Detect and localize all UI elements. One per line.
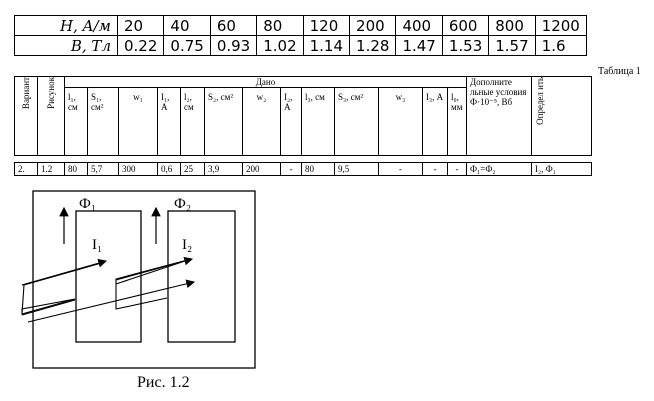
h-cell: 20 xyxy=(116,15,165,36)
col-header: S₁, см² xyxy=(87,87,119,156)
b-row: B, Тл 0.22 0.75 0.93 1.02 1.14 1.28 1.47… xyxy=(14,35,587,56)
coil-1-lead-out xyxy=(21,299,76,316)
value-cell: 300 xyxy=(118,162,158,176)
core-outer xyxy=(32,190,256,369)
b-cell: 1.53 xyxy=(441,35,490,56)
h-row: H, A/м 20 40 60 80 120 200 400 600 800 1… xyxy=(14,15,587,36)
coil-1-lead-in xyxy=(21,258,108,286)
figure-header: Рисунок xyxy=(37,76,65,156)
b-cell: 1.28 xyxy=(349,35,397,56)
extra-header: Дополните льные условия Ф·10⁻⁵, Вб xyxy=(466,76,532,156)
h-cell: 200 xyxy=(349,15,397,36)
h-cell: 40 xyxy=(163,15,211,36)
value-cell: 25 xyxy=(180,162,205,176)
value-cell: 0,6 xyxy=(157,162,181,176)
col-header: S₃, см² xyxy=(334,87,379,156)
subheader-row: l₁, см S₁, см² w₁ I₁, А l₂, см S₂, см² w… xyxy=(15,87,592,156)
h-cell: 400 xyxy=(395,15,443,36)
h-label: H, A/м xyxy=(14,15,118,36)
h-cell: 1200 xyxy=(534,15,587,36)
spacer-row xyxy=(14,155,592,163)
value-cell: - xyxy=(378,162,423,176)
b-cell: 1.14 xyxy=(302,35,351,56)
value-cell: - xyxy=(447,162,467,176)
value-cell: 3,9 xyxy=(204,162,243,176)
col-header: l₁, см xyxy=(64,87,88,156)
variant-cell: 2. xyxy=(14,162,38,176)
figure-cell: 1.2 xyxy=(37,162,65,176)
h-cell: 600 xyxy=(441,15,490,36)
col-header: I₃, А xyxy=(422,87,448,156)
h-cell: 60 xyxy=(209,15,258,36)
col-header: l₂, см xyxy=(180,87,205,156)
table-title: Таблица 1 xyxy=(598,66,641,77)
coil-2-lead-in xyxy=(115,256,194,281)
b-cell: 0.93 xyxy=(209,35,258,56)
spacer-cell xyxy=(14,155,592,163)
h-cell: 120 xyxy=(302,15,351,36)
b-cell: 0.75 xyxy=(163,35,211,56)
magnetic-circuit-figure: Ф₁ Ф₂ I₁ I₂ xyxy=(21,190,256,369)
h-cell: 80 xyxy=(256,15,304,36)
bh-table: H, A/м 20 40 60 80 120 200 400 600 800 1… xyxy=(14,15,587,56)
variant-header: Вариант xyxy=(14,76,38,156)
b-cell: 1.57 xyxy=(488,35,536,56)
col-header: l₀, мм xyxy=(447,87,467,156)
b-cell: 0.22 xyxy=(116,35,165,56)
phi2-label: Ф₂ xyxy=(174,196,191,212)
col-header: w₃ xyxy=(378,87,423,156)
b-cell: 1.02 xyxy=(256,35,304,56)
phi1-label: Ф₁ xyxy=(79,196,96,212)
coil-2 xyxy=(115,258,192,310)
value-cell: 5,7 xyxy=(87,162,119,176)
determine-header: Определ ить xyxy=(531,76,592,156)
col-header: S₂, см² xyxy=(204,87,243,156)
data-row: 2. 1.2 80 5,7 300 0,6 25 3,9 200 - 80 9,… xyxy=(14,162,592,176)
b-cell: 1.6 xyxy=(534,35,587,56)
col-header: w₂ xyxy=(242,87,281,156)
h-cell: 800 xyxy=(488,15,536,36)
value-cell: - xyxy=(280,162,302,176)
value-cell: 9,5 xyxy=(334,162,379,176)
i1-label: I₁ xyxy=(92,237,102,253)
value-cell: 200 xyxy=(242,162,281,176)
col-header: I₁, А xyxy=(157,87,181,156)
b-cell: 1.47 xyxy=(395,35,443,56)
given-header: Дано xyxy=(64,76,467,88)
value-cell: 80 xyxy=(301,162,335,176)
task-table: Вариант Рисунок Дано Дополните льные усл… xyxy=(14,76,592,176)
core-window-left xyxy=(75,210,142,343)
determine-cell: I₂, Ф₁ xyxy=(531,162,592,176)
col-header: l₃, см xyxy=(301,87,335,156)
core-window-right xyxy=(167,210,236,343)
col-header: w₁ xyxy=(118,87,158,156)
value-cell: - xyxy=(422,162,448,176)
col-header: I₂, А xyxy=(280,87,302,156)
extra-cell: Ф₁=Ф₂ xyxy=(466,162,532,176)
b-label: B, Тл xyxy=(14,35,118,56)
value-cell: 80 xyxy=(64,162,88,176)
header-row: Вариант Рисунок Дано Дополните льные усл… xyxy=(14,76,592,156)
figure-caption: Рис. 1.2 xyxy=(137,374,190,391)
coil-2-lead-out xyxy=(27,279,196,323)
i2-label: I₂ xyxy=(182,237,192,253)
